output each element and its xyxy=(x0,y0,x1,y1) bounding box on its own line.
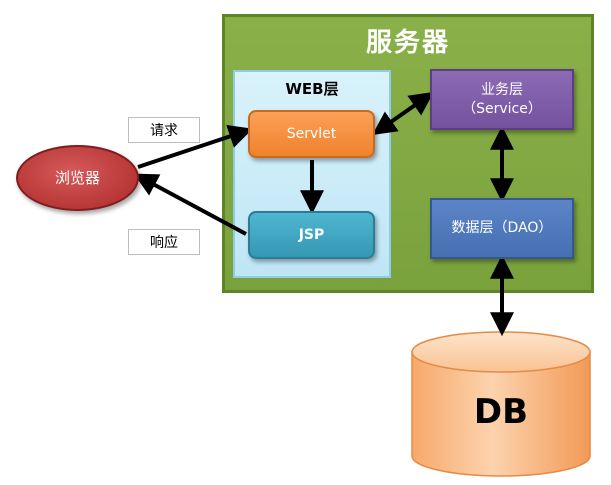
web-layer-title: WEB层 xyxy=(285,80,339,98)
browser-node: 浏览器 xyxy=(16,145,139,211)
response-arrow xyxy=(133,173,247,236)
request-arrow xyxy=(137,124,253,169)
servlet-label: Servlet xyxy=(286,125,337,142)
response-label: 响应 xyxy=(128,229,200,255)
service-layer-node: 业务层 （Service） xyxy=(430,69,574,130)
response-label-text: 响应 xyxy=(150,235,178,251)
dao-layer-label: 数据层（DAO） xyxy=(451,220,553,237)
server-title: 服务器 xyxy=(365,28,450,58)
request-label-text: 请求 xyxy=(150,123,178,139)
request-label: 请求 xyxy=(128,117,200,143)
servlet-node: Servlet xyxy=(248,110,375,158)
dao-layer-node: 数据层（DAO） xyxy=(430,198,574,259)
servlet-service-arrow xyxy=(372,91,434,136)
jsp-label: JSP xyxy=(298,226,325,243)
db-label: DB xyxy=(473,392,529,432)
jsp-node: JSP xyxy=(248,211,375,259)
service-layer-title: 业务层 xyxy=(481,81,523,98)
service-layer-subtitle: （Service） xyxy=(462,100,542,117)
browser-label: 浏览器 xyxy=(54,168,100,187)
